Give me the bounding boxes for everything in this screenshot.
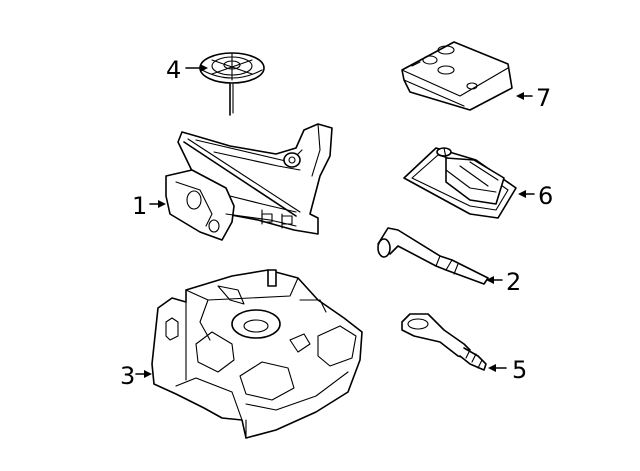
callout-label-1: 1 [132,192,148,220]
part-3-tool-tray [151,269,363,439]
callout-label-7: 7 [536,84,552,112]
part-4-wing-bolt [199,52,265,116]
callout-arrows [135,64,535,378]
part-5-towing-eye [401,313,487,371]
callout-label-3: 3 [120,362,136,390]
callout-label-2: 2 [506,268,522,296]
callout-label-4: 4 [166,56,182,84]
callout-label-6: 6 [538,182,554,210]
part-2-lug-wrench [377,227,489,285]
callout-label-5: 5 [512,356,528,384]
part-1-jack [165,123,333,241]
part-6-foam-holder [403,147,517,219]
part-7-foam-pad [401,41,513,111]
